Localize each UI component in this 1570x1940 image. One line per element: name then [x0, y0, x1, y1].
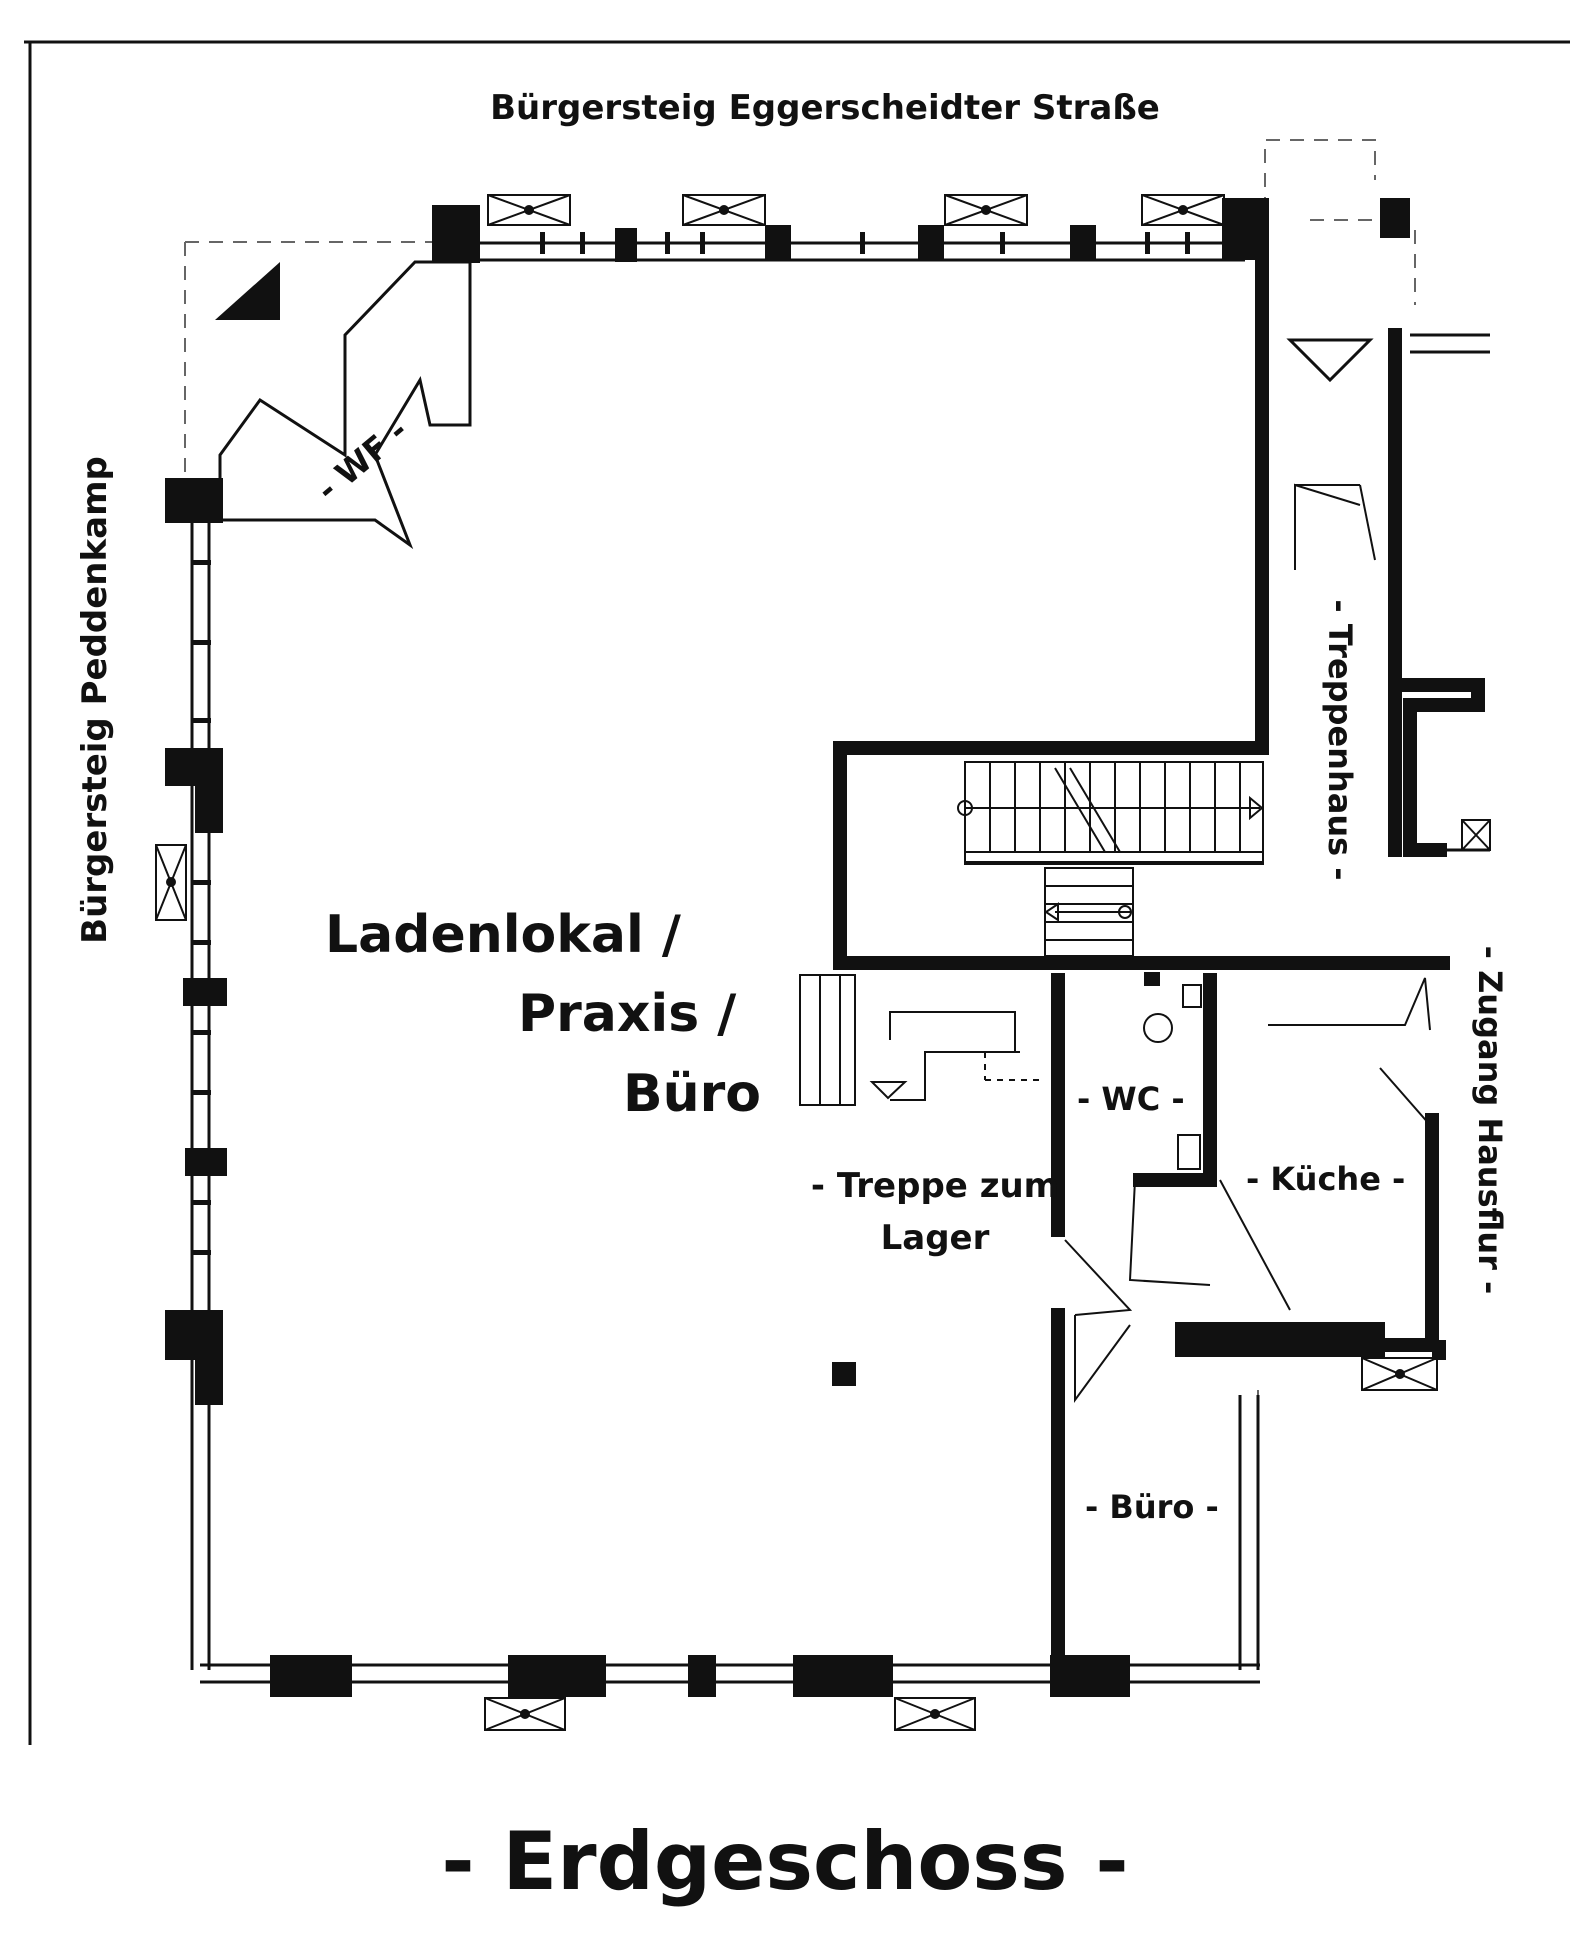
room-label-kueche: - Küche -: [1246, 1160, 1406, 1198]
treppe-label-line2: Lager: [880, 1218, 990, 1258]
wall-pillars: [165, 198, 1446, 1697]
main-room-label-line2: Praxis /: [518, 984, 737, 1044]
entrance-markers: [215, 262, 1374, 383]
vent-boxes: [155, 194, 1491, 1731]
room-label-treppenhaus: - Treppenhaus -: [1321, 599, 1359, 881]
floor-title: - Erdgeschoss -: [441, 1815, 1129, 1908]
window-mullions: [191, 232, 1190, 1255]
door-swings: [1064, 972, 1431, 1404]
room-label-treppe-zum-lager: - Treppe zum Lager: [811, 1160, 1059, 1264]
main-staircase: [957, 483, 1376, 957]
neighbour-walls: [1410, 333, 1490, 852]
main-room-label-line1: Ladenlokal /: [325, 905, 681, 965]
room-label-buero: - Büro -: [1085, 1488, 1219, 1526]
room-label-wc: - WC -: [1077, 1080, 1185, 1118]
room-label-zugang-hausflur: - Zugang Hausflur -: [1471, 945, 1509, 1295]
street-label-left: Bürgersteig Peddenkamp: [75, 456, 115, 944]
street-label-top: Bürgersteig Eggerscheidter Straße: [490, 88, 1160, 128]
storage-stair: [799, 974, 1040, 1106]
interior-walls-thick: [833, 198, 1485, 1667]
treppe-label-line1: - Treppe zum: [810, 1166, 1060, 1206]
main-room-label-line3: Büro: [623, 1064, 762, 1124]
property-boundary: [184, 139, 1416, 1640]
page-frame: [24, 40, 1570, 1745]
